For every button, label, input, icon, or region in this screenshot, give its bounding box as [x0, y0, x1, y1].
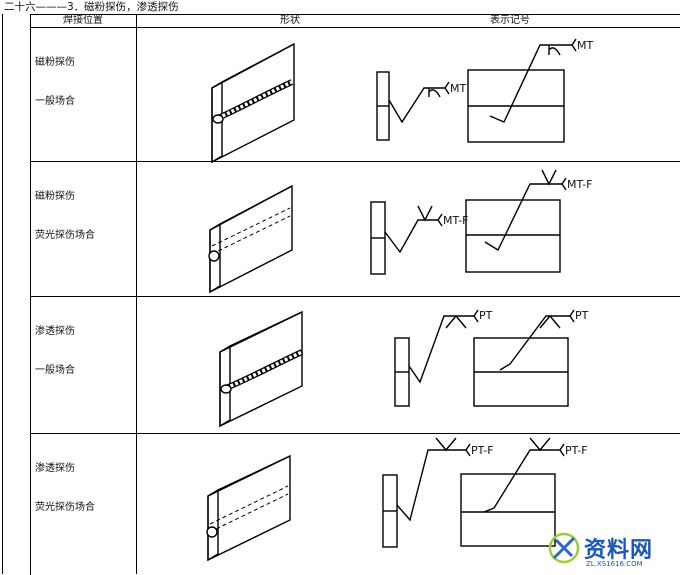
symbol-label: PT — [575, 309, 589, 322]
row-label: 渗透探伤 荧光探伤场合 — [35, 436, 95, 527]
page-title: 二十六———3．磁粉探伤，渗透探伤 — [4, 1, 179, 13]
weld-plate-drawing — [219, 310, 304, 428]
symbol-label: PT — [479, 309, 493, 322]
weld-plate-drawing — [211, 42, 295, 164]
symbol-drawing — [394, 309, 575, 407]
row-label-method: 磁粉探伤 — [35, 191, 75, 202]
row-label: 渗透探伤 一般场合 — [35, 299, 75, 390]
symbol-label: PT-F — [471, 444, 494, 457]
symbol-label: PT-F — [565, 444, 588, 457]
row-label-method: 渗透探伤 — [35, 326, 75, 337]
outer-border — [2, 14, 3, 574]
row-label-method: 磁粉探伤 — [35, 57, 75, 68]
header-divider — [30, 27, 680, 28]
row-label: 磁粉探伤 一般场合 — [35, 30, 75, 121]
symbol-label: MT — [577, 39, 594, 52]
row-divider — [30, 433, 680, 434]
symbol-label: MT-F — [567, 178, 593, 191]
row-divider — [30, 296, 680, 297]
row-label-case: 一般场合 — [35, 365, 75, 376]
weld-plate-drawing — [206, 454, 291, 562]
symbol-drawing — [370, 169, 567, 275]
symbol-drawing — [382, 437, 565, 548]
header-position: 焊接位置 — [63, 15, 103, 26]
row-label-case: 荧光探伤场合 — [35, 230, 95, 241]
row-label-case: 荧光探伤场合 — [35, 502, 95, 513]
symbol-label: MT-F — [443, 214, 469, 227]
symbol-drawing — [376, 38, 577, 143]
header-shape: 形状 — [280, 15, 300, 26]
row-label: 磁粉探伤 荧光探伤场合 — [35, 164, 95, 255]
watermark-url: ZL.XS1616.COM — [586, 560, 643, 568]
row-label-case: 一般场合 — [35, 96, 75, 107]
row-label-method: 渗透探伤 — [35, 463, 75, 474]
header-symbol: 表示记号 — [490, 15, 530, 26]
watermark-name: 资料网 — [584, 538, 654, 563]
symbol-label: MT — [450, 82, 467, 95]
row-divider — [30, 161, 680, 162]
column-divider — [136, 14, 137, 574]
table-frame — [30, 14, 680, 575]
weld-plate-drawing — [208, 184, 293, 294]
watermark-logo — [548, 532, 580, 564]
